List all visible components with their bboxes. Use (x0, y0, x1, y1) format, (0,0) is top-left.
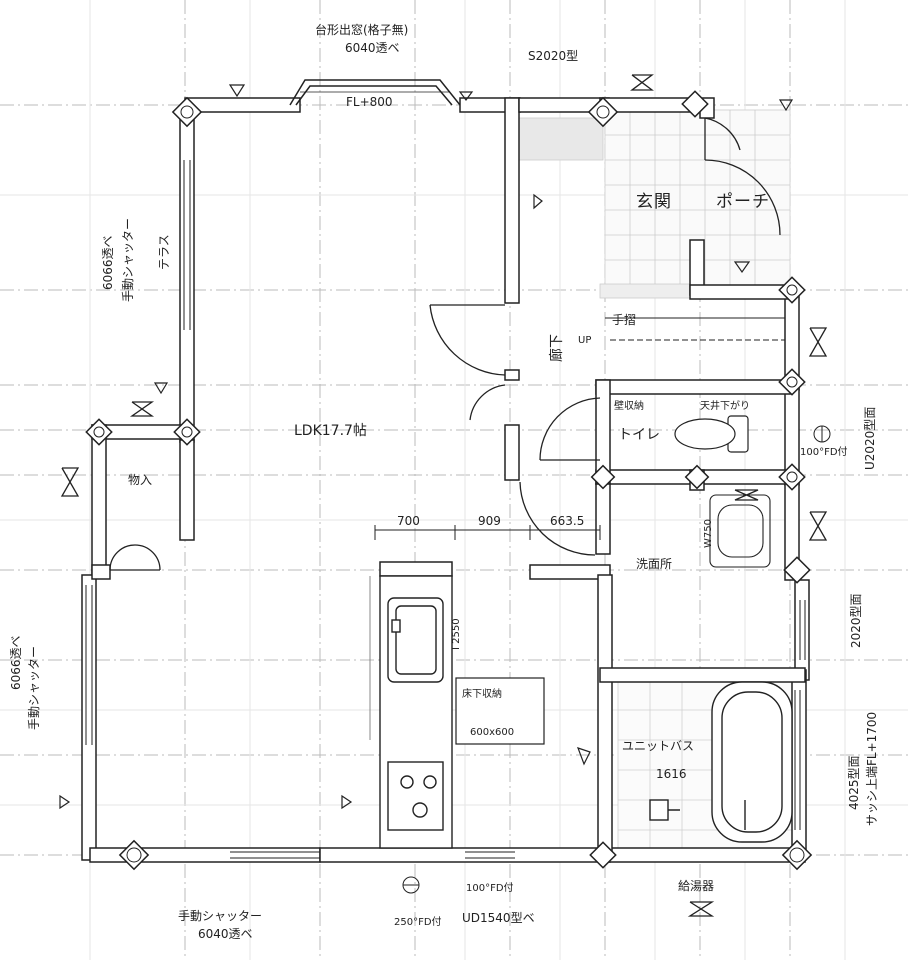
left-upper-shutter: 手動シャッター (121, 217, 135, 302)
dim-663-5: 663.5 (550, 514, 585, 528)
bottom-shutter-label: 手動シャッター (178, 909, 263, 923)
underfloor-size-label: 600x600 (470, 727, 515, 738)
underfloor-storage-label: 床下収納 (462, 689, 502, 700)
ldk-label: LDK17.7帖 (294, 423, 367, 439)
up-label: UP (578, 335, 592, 346)
kitchen-counter (379, 575, 453, 849)
left-upper-window-spec: 6066透ベ (101, 235, 115, 290)
washroom-label: 洗面所 (636, 557, 673, 571)
bathtub (649, 681, 793, 843)
opening-triangles (59, 84, 794, 810)
bottom-fd-100: 100°FD付 (466, 883, 514, 894)
underfloor-storage-box (455, 677, 545, 745)
hallway-label: 廊下 (549, 334, 565, 362)
kitchen-length-label: I 2550 (451, 618, 462, 650)
porch-label: ポーチ (716, 192, 770, 212)
dim-909: 909 (478, 514, 501, 528)
entrance-label: 玄関 (636, 192, 672, 212)
toilet-fd-label: 100°FD付 (800, 447, 848, 458)
water-heater-label: 給湯器 (678, 879, 715, 893)
unit-bath-size: 1616 (656, 767, 687, 781)
toilet-window-label: U2020型面 (863, 406, 877, 470)
wall-storage-label: 壁収納 (614, 401, 644, 412)
window-frames (85, 160, 806, 859)
toilet-fixture (674, 415, 749, 453)
bay-window-height: FL+800 (346, 95, 393, 109)
dimension-line (374, 525, 601, 540)
bottom-window-spec: 6040透ベ (198, 927, 253, 941)
bay-window (289, 79, 461, 106)
top-right-window-label: S2020型 (528, 49, 579, 63)
bottom-door-label: UD1540型ベ (462, 911, 535, 925)
left-lower-shutter: 手動シャッター (27, 645, 41, 730)
toilet-label: トイレ (618, 427, 660, 443)
storage-label: 物入 (128, 473, 153, 487)
terrace-label: テラス (157, 234, 171, 270)
bath-window-label: 4025型面 (847, 755, 861, 810)
left-lower-window-spec: 6066透ベ (9, 635, 23, 690)
doors (109, 117, 781, 571)
wash-window-label: 2020型面 (849, 593, 863, 648)
bay-window-title: 台形出窓(格子無) (315, 23, 409, 37)
handrail-label: 手摺 (612, 313, 637, 327)
dim-700: 700 (397, 514, 420, 528)
bath-sash-label: サッシ上端FL+1700 (865, 711, 879, 826)
fd-250-label: 250°FD付 (394, 917, 442, 928)
bay-window-spec: 6040透ベ (345, 41, 400, 55)
columns (85, 90, 813, 871)
ceiling-lowered-label: 天井下がり (700, 401, 750, 412)
hourglass-markers (60, 74, 828, 917)
w750-label: W750 (703, 519, 714, 548)
unit-bath-label: ユニットバス (622, 739, 695, 753)
